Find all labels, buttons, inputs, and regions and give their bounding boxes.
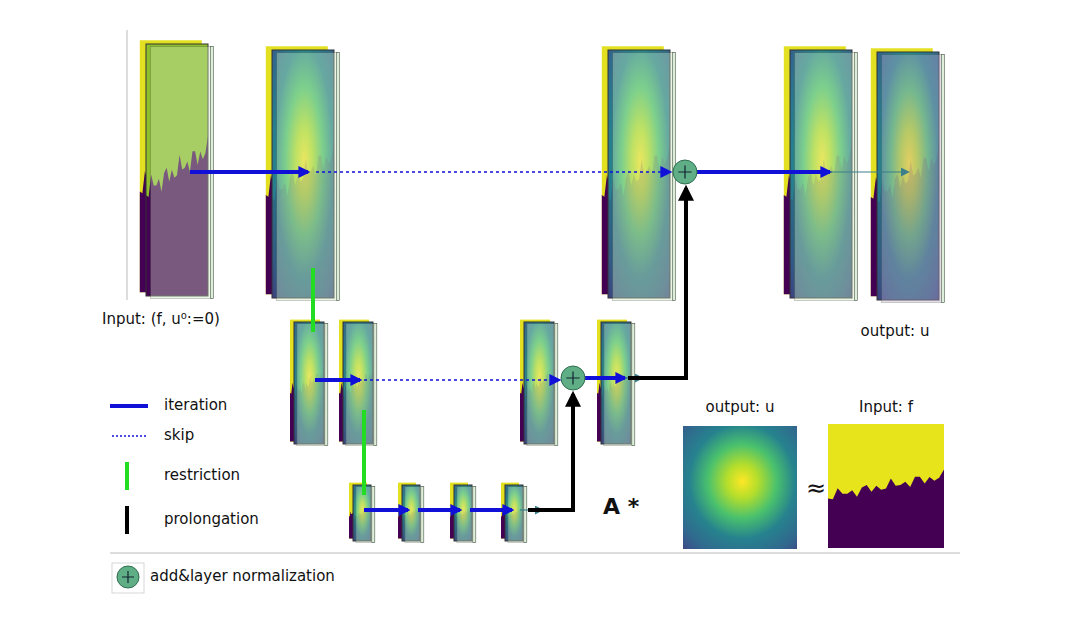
feature-stack <box>602 46 676 300</box>
approx-symbol: ≈ <box>806 474 826 502</box>
legend-text: skip <box>164 426 194 444</box>
feature-stack <box>339 320 377 446</box>
skip-arrow <box>364 379 559 381</box>
iteration-arrow <box>190 170 308 174</box>
prolongation-arrow <box>528 394 573 510</box>
iteration-arrow <box>585 376 625 380</box>
node-label: Input: (f, u⁰:=0) <box>100 310 222 328</box>
inset-image: Input: f <box>828 398 944 548</box>
iteration-arrow <box>418 508 460 512</box>
operator-label: A * <box>603 494 639 519</box>
frame-line <box>110 553 960 554</box>
feature-stack <box>290 320 328 446</box>
iteration-arrow <box>315 378 360 382</box>
inset-images <box>683 424 944 549</box>
thin-arrow <box>830 171 908 172</box>
feature-stack <box>450 483 476 543</box>
legend-text: prolongation <box>164 510 259 528</box>
feature-stack <box>520 320 558 446</box>
feature-stack <box>501 483 527 543</box>
legend-text: add&layer normalization <box>150 567 335 585</box>
node-label: output: u <box>704 398 777 416</box>
node-label: output: u <box>859 322 932 340</box>
restriction-line <box>311 268 315 332</box>
feature-stack <box>140 40 214 298</box>
frame-line <box>127 30 128 300</box>
legend-text: iteration <box>164 396 227 414</box>
add-norm-symbol <box>561 366 585 390</box>
skip-arrow <box>316 171 670 173</box>
restriction-line <box>362 410 366 495</box>
stack-node: output: u <box>820 30 970 340</box>
add-norm-symbol <box>673 160 697 184</box>
feature-stack <box>349 483 375 543</box>
inset-image: output: u <box>683 398 797 549</box>
iteration-arrow <box>697 170 830 174</box>
legend-text: restriction <box>164 466 240 484</box>
prolongation-arrow <box>628 188 686 378</box>
feature-stack <box>871 48 945 302</box>
feature-stack <box>398 483 424 543</box>
legend-samples <box>110 406 148 593</box>
node-label: Input: f <box>857 398 915 416</box>
stack-node: Input: (f, u⁰:=0) <box>100 30 290 328</box>
iteration-arrow <box>364 508 408 512</box>
feature-stack <box>597 320 635 446</box>
iteration-arrow <box>470 508 512 512</box>
